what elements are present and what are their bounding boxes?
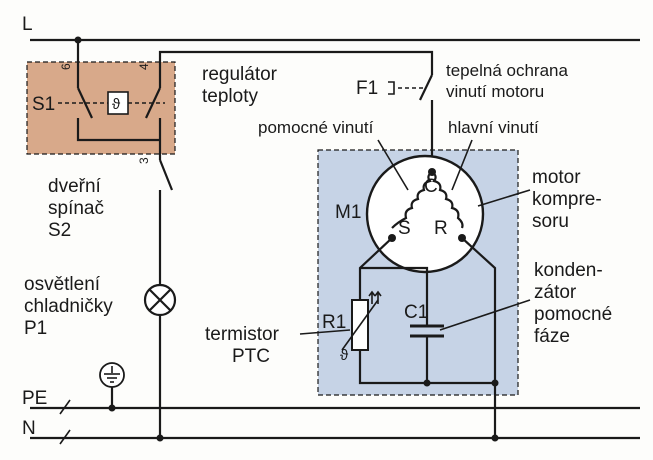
rail-label-L: L [22, 14, 33, 35]
door-switch-ref: S2 [48, 220, 71, 241]
regulator-theta: ϑ [112, 96, 121, 113]
terminal-C-label: C [424, 176, 438, 197]
regulator-contact-left [77, 87, 93, 119]
lamp-label-1: osvětlení [24, 274, 101, 295]
lamp-cross-b [148, 288, 172, 312]
f1-ref: F1 [356, 78, 378, 99]
thermistor-ref: R1 [322, 312, 346, 333]
terminal-S-label: S [398, 218, 411, 239]
f1-label-1: tepelná ochrana [446, 61, 568, 80]
lamp-label-2: chladničky [24, 296, 113, 317]
capacitor-label-2: zátor [534, 282, 577, 303]
terminal-4: 4 [137, 63, 151, 70]
main-winding-label: hlavní vinutí [448, 118, 539, 137]
wire-regulator-right [158, 50, 434, 88]
thermistor-theta: ϑ [340, 347, 349, 364]
thermistor-slash [341, 299, 379, 351]
rail-label-PE: PE [22, 388, 47, 409]
theta-sensor [107, 91, 129, 115]
f1-label-2: vinutí motoru [446, 82, 544, 101]
leader-capacitor [439, 299, 531, 331]
terminal-3: 3 [137, 157, 151, 164]
junction-dot [491, 434, 499, 442]
aux-winding-label: pomocné vinutí [258, 118, 374, 137]
aux-winding-coil [391, 171, 433, 229]
wire-C1-top [360, 266, 429, 326]
regulator-contact-right [145, 87, 161, 119]
regulator-label-1: regulátor [202, 64, 278, 85]
wire-F1-top [419, 74, 433, 101]
door-switch-contact [158, 159, 174, 191]
capacitor-ref: C1 [404, 302, 428, 323]
thermistor-label-1: termistor [205, 324, 280, 345]
thermistor-arrows [368, 290, 382, 304]
leader-main-winding [451, 139, 473, 191]
lamp-ref: P1 [24, 318, 47, 339]
junction-dot [108, 404, 116, 412]
terminal-R-label: R [434, 218, 448, 239]
capacitor-label-3: pomocné [534, 304, 612, 325]
terminal-6: 6 [59, 63, 73, 70]
pe-break-mark [59, 399, 71, 415]
door-switch-label-2: spínač [48, 198, 104, 219]
leader-thermistor [299, 329, 351, 335]
motor-circle [365, 154, 485, 274]
f1-bimetal [388, 81, 395, 95]
thermistor-label-2: PTC [232, 346, 270, 367]
motor-ref: M1 [335, 202, 361, 223]
regulator-label-2: teploty [202, 86, 258, 107]
motor-label-2: kompre- [532, 189, 602, 210]
wire-thermistor-bottom [358, 350, 495, 385]
motor-label-3: soru [532, 211, 569, 232]
regulator-ref: S1 [32, 94, 55, 115]
main-winding-coil [431, 171, 464, 229]
leader-motor [477, 189, 531, 207]
n-break-mark [59, 429, 71, 445]
leader-aux-winding [377, 139, 409, 191]
capacitor-label-1: konden- [534, 260, 603, 281]
rail-label-N: N [22, 418, 36, 439]
junction-dot [156, 434, 164, 442]
wire-regulator-left-down [76, 118, 160, 142]
motor-label-1: motor [532, 167, 581, 188]
capacitor-label-4: fáze [534, 326, 570, 347]
door-switch-label-1: dveřní [48, 176, 102, 197]
